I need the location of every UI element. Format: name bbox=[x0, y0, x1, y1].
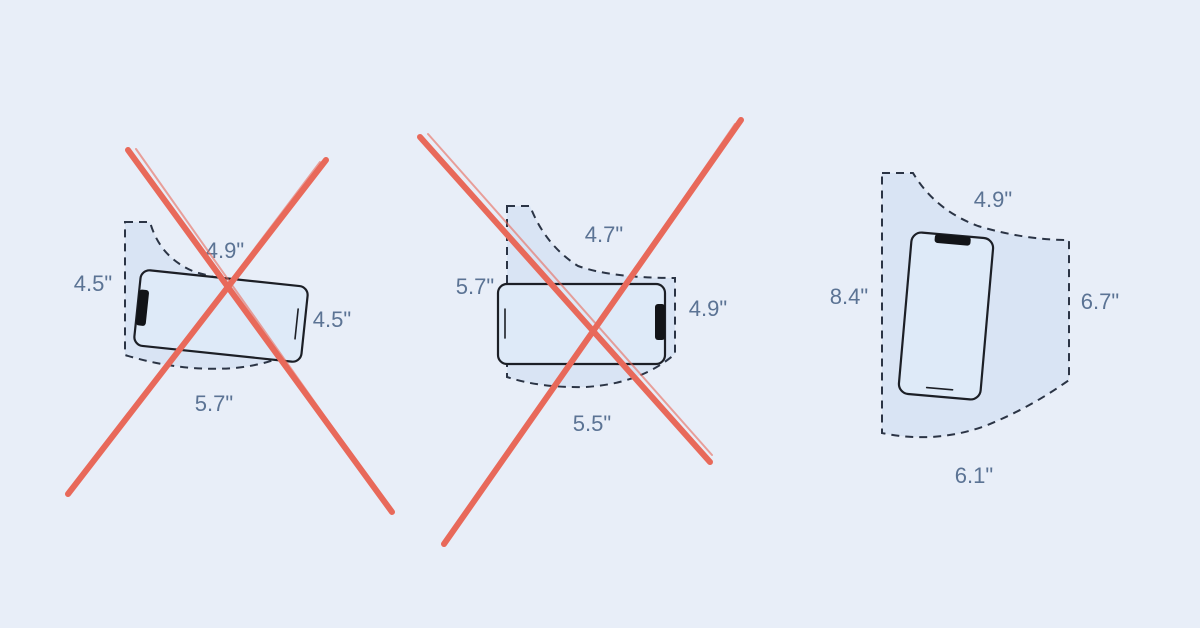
diagram-1-phone-body bbox=[133, 269, 309, 363]
diagram-1-dim-left: 4.5" bbox=[74, 271, 112, 296]
diagram-1-dim-right: 4.5" bbox=[313, 307, 351, 332]
diagram-3-phone-notch bbox=[934, 233, 971, 246]
diagram-2-dim-left: 5.7" bbox=[456, 274, 494, 299]
diagram-3: 4.9" 8.4" 6.7" 6.1" bbox=[830, 172, 1119, 488]
diagram-1-phone-home-bar bbox=[294, 308, 299, 340]
diagram-1-dim-top: 4.9" bbox=[206, 238, 244, 263]
diagram-1-cross-stroke-a bbox=[125, 147, 395, 515]
diagram-1-phone-notch bbox=[135, 289, 149, 326]
diagram-3-phone bbox=[897, 231, 995, 401]
diagram-3-dim-bottom: 6.1" bbox=[955, 463, 993, 488]
diagram-1-cross-stroke-a-texture bbox=[135, 148, 389, 507]
diagram-3-dim-left: 8.4" bbox=[830, 284, 868, 309]
diagram-1-cross-mark bbox=[65, 147, 395, 515]
diagram-1: 4.9" 4.5" 4.5" 5.7" bbox=[65, 147, 395, 515]
diagram-1-phone bbox=[133, 269, 309, 363]
diagram-3-phone-body bbox=[897, 231, 995, 401]
diagram-3-phone-home-bar bbox=[925, 386, 954, 391]
diagram-2-phone bbox=[496, 282, 667, 366]
diagram-3-dim-top: 4.9" bbox=[974, 187, 1012, 212]
diagram-3-dim-right: 6.7" bbox=[1081, 289, 1119, 314]
diagram-1-dim-bottom: 5.7" bbox=[195, 391, 233, 416]
diagram-2-cross-stroke-b-texture bbox=[449, 123, 736, 539]
diagram-2-cross-stroke-a-texture bbox=[427, 133, 713, 456]
diagram-2-dim-bottom: 5.5" bbox=[573, 411, 611, 436]
diagram-2-cross-mark bbox=[417, 117, 744, 547]
diagram-1-cross-stroke-b-texture bbox=[73, 161, 321, 489]
diagram-2-dim-top: 4.7" bbox=[585, 222, 623, 247]
diagram-2-phone-notch bbox=[655, 304, 665, 340]
diagram-2-dim-right: 4.9" bbox=[689, 296, 727, 321]
diagram-2: 4.7" 5.7" 4.9" 5.5" bbox=[417, 117, 744, 547]
diagram-2-cross-stroke-a bbox=[417, 134, 713, 465]
